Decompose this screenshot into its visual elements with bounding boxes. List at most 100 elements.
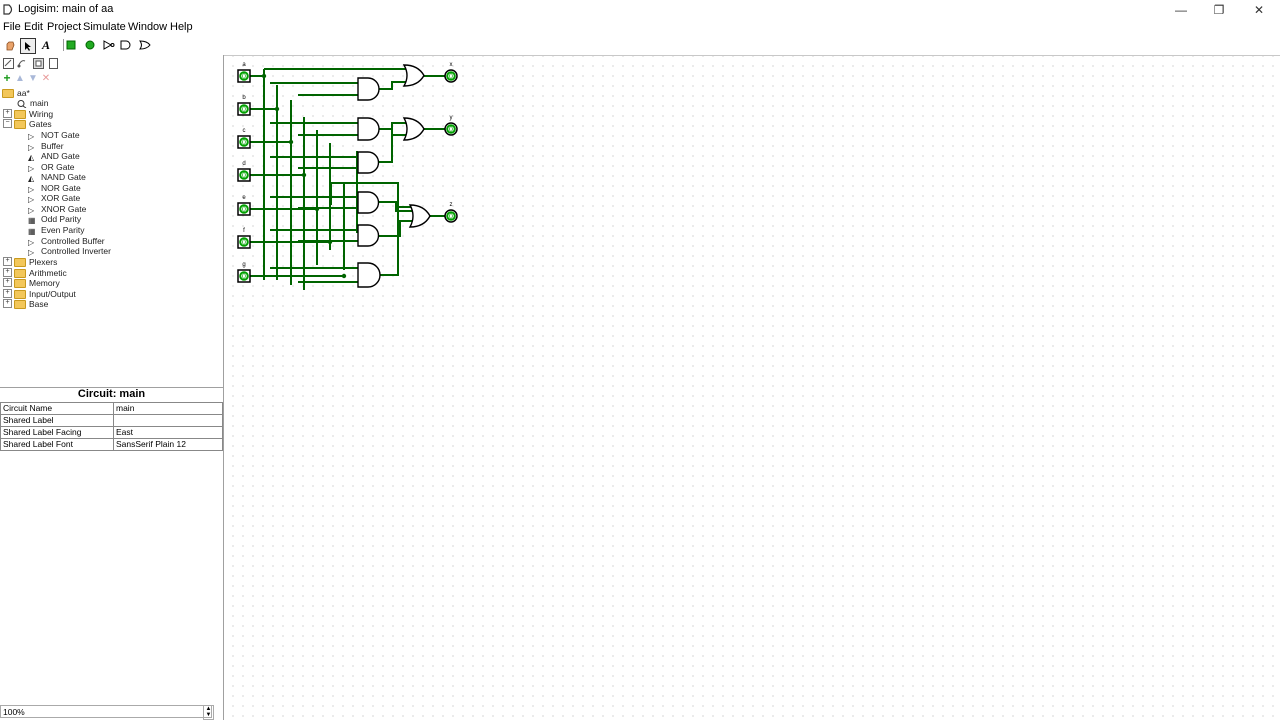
tree-circuit-main[interactable]: main <box>17 98 48 108</box>
expand-memory-icon[interactable]: + <box>3 278 12 287</box>
text-tool-icon[interactable]: A <box>41 37 50 52</box>
property-value-label-facing[interactable]: East <box>113 426 223 439</box>
tree-gate-xor[interactable]: ▷XOR Gate <box>28 193 81 204</box>
menu-window[interactable]: Window <box>128 21 168 33</box>
tree-folder-plexers[interactable]: Plexers <box>14 257 57 268</box>
tree-gate-controlled-inverter[interactable]: ▷Controlled Inverter <box>28 246 111 257</box>
tree-gate-even-parity[interactable]: ▦Even Parity <box>28 225 85 236</box>
tree-folder-input-output[interactable]: Input/Output <box>14 289 76 300</box>
delete-icon[interactable]: ✕ <box>41 72 51 84</box>
input-pin: 0e <box>237 195 251 216</box>
expand-base-icon[interactable]: + <box>3 299 12 308</box>
property-value-label-font[interactable]: SansSerif Plain 12 <box>113 438 223 451</box>
tree-folder-arithmetic[interactable]: Arithmetic <box>14 268 67 279</box>
property-name: Shared Label Facing <box>0 426 114 439</box>
and-gate-tool-icon[interactable] <box>119 38 133 52</box>
zoom-spinner[interactable]: ▲▼ <box>203 705 214 720</box>
wire <box>379 81 406 90</box>
tree-gate-controlled-buffer[interactable]: ▷Controlled Buffer <box>28 236 105 247</box>
or-gate-tool-icon[interactable] <box>138 38 152 52</box>
edit-appearance-icon[interactable] <box>46 56 60 70</box>
tree-folder-wiring[interactable]: Wiring <box>14 109 53 120</box>
nor-gate-icon: ▷ <box>28 184 35 194</box>
canvas-top-border <box>224 55 1280 56</box>
expand-plexers-icon[interactable]: + <box>3 257 12 266</box>
collapse-gates-icon[interactable]: − <box>3 119 12 128</box>
menu-help[interactable]: Help <box>170 21 193 33</box>
input-pin: 0b <box>237 95 251 116</box>
toolbox-view-icon[interactable] <box>1 56 15 70</box>
and-gate <box>357 262 381 288</box>
close-icon[interactable]: ✕ <box>1253 3 1265 17</box>
move-up-icon[interactable]: ▲ <box>15 72 25 84</box>
folder-icon <box>2 89 14 99</box>
tree-gate-nor[interactable]: ▷NOR Gate <box>28 183 81 194</box>
property-row: Circuit Name main <box>0 402 223 415</box>
wire <box>330 182 399 276</box>
vertical-divider <box>56 38 70 52</box>
circuit-magnifier-icon <box>17 99 27 108</box>
menu-file[interactable]: File <box>3 21 21 33</box>
wire <box>379 122 406 163</box>
tree-gate-not[interactable]: ▷NOT Gate <box>28 130 80 141</box>
property-value-shared-label[interactable] <box>113 414 223 427</box>
wire-junction <box>341 273 347 279</box>
property-name: Circuit Name <box>0 402 114 415</box>
tree-gate-and[interactable]: ◭AND Gate <box>28 151 80 162</box>
tree-project-root[interactable]: aa* <box>2 88 30 99</box>
menu-bar: File Edit Project Simulate Window Help <box>0 20 1280 36</box>
and-gate <box>357 224 380 247</box>
not-gate-tool-icon[interactable] <box>102 38 116 52</box>
controlled-inverter-icon: ▷ <box>28 247 35 257</box>
and-gate <box>357 151 380 174</box>
tree-gate-buffer[interactable]: ▷Buffer <box>28 141 64 152</box>
select-tool-icon[interactable] <box>20 38 36 54</box>
restore-icon[interactable]: ❐ <box>1213 3 1225 17</box>
and-gate <box>357 191 380 214</box>
properties-title: Circuit: main <box>0 387 223 402</box>
tree-gate-or[interactable]: ▷OR Gate <box>28 162 75 173</box>
circuit-canvas[interactable] <box>224 55 1280 720</box>
input-pin-label: f <box>243 228 245 234</box>
input-pin-tool-icon[interactable] <box>64 38 78 52</box>
minimize-icon[interactable]: — <box>1175 3 1187 17</box>
tree-gate-xnor[interactable]: ▷XNOR Gate <box>28 204 87 215</box>
input-pin-value: 0 <box>242 74 246 81</box>
input-pin-label: e <box>242 195 246 201</box>
property-row: Shared Label Font SansSerif Plain 12 <box>0 438 223 451</box>
tree-folder-gates[interactable]: Gates <box>14 119 52 130</box>
explorer-toolbar: + ▲ ▼ ✕ <box>0 55 223 85</box>
tree-folder-memory[interactable]: Memory <box>14 278 60 289</box>
output-pin-tool-icon[interactable] <box>83 38 97 52</box>
output-pin-value-indicator <box>446 211 456 221</box>
gates <box>357 64 431 288</box>
simulation-view-icon[interactable] <box>14 56 28 70</box>
wire-junction <box>301 172 307 178</box>
add-circuit-icon[interactable]: + <box>3 71 11 85</box>
input-pin: 0d <box>237 161 251 182</box>
explorer-tree: aa* main + Wiring − Gates ▷NOT Gate ▷Buf… <box>0 88 223 388</box>
wire <box>379 220 412 237</box>
menu-edit[interactable]: Edit <box>24 21 43 33</box>
poke-tool-icon[interactable] <box>3 38 17 52</box>
folder-icon <box>14 279 26 289</box>
expand-arithmetic-icon[interactable]: + <box>3 268 12 277</box>
expand-io-icon[interactable]: + <box>3 289 12 298</box>
edit-layout-icon[interactable] <box>31 56 45 70</box>
output-pin: 0x <box>444 62 458 83</box>
tree-gate-nand[interactable]: ◭NAND Gate <box>28 172 86 183</box>
folder-icon <box>14 110 26 120</box>
property-value-circuit-name[interactable]: main <box>113 402 223 415</box>
tree-folder-base[interactable]: Base <box>14 299 48 310</box>
expand-wiring-icon[interactable]: + <box>3 109 12 118</box>
menu-simulate[interactable]: Simulate <box>83 21 126 33</box>
zoom-field[interactable]: 100% <box>0 705 212 718</box>
tree-gate-odd-parity[interactable]: ▦Odd Parity <box>28 214 82 225</box>
output-pin-value-indicator <box>446 71 456 81</box>
move-down-icon[interactable]: ▼ <box>28 72 38 84</box>
menu-project[interactable]: Project <box>47 21 82 33</box>
or-gate <box>408 204 431 228</box>
wire <box>379 201 412 212</box>
output-pin: 0z <box>444 202 458 223</box>
